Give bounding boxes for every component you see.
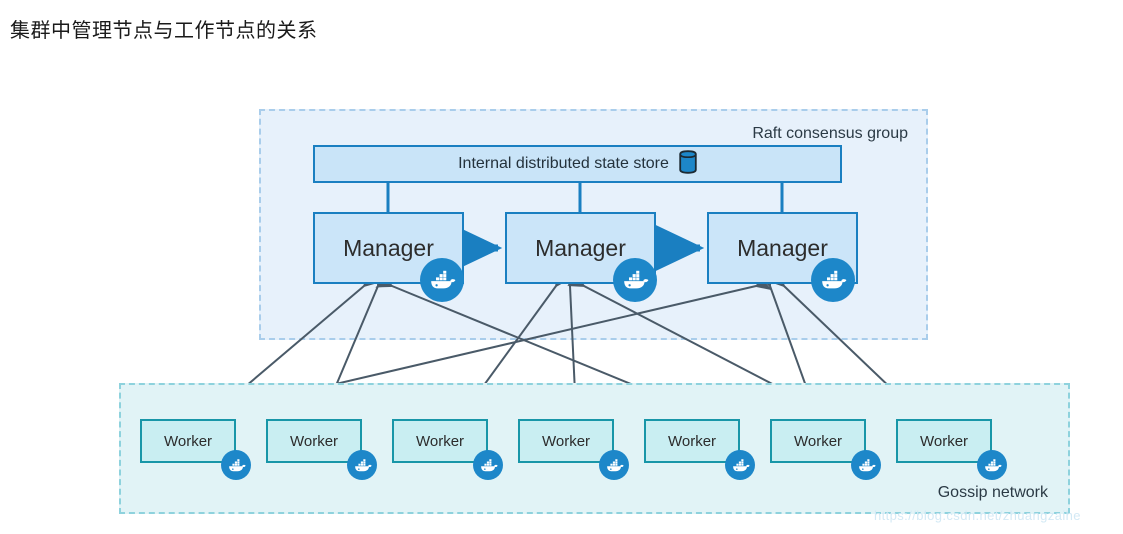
worker-node-6[interactable]: Worker (770, 419, 866, 463)
worker-label: Worker (289, 432, 339, 450)
page-title: 集群中管理节点与工作节点的关系 (10, 20, 318, 42)
worker-label: Worker (793, 432, 843, 450)
gossip-network-label: Gossip network (937, 484, 1048, 501)
docker-whale-icon (811, 258, 855, 302)
worker-label: Worker (919, 432, 969, 450)
worker-node-1[interactable]: Worker (140, 419, 236, 463)
worker-node-3[interactable]: Worker (392, 419, 488, 463)
docker-whale-icon (977, 450, 1007, 480)
worker-node-4[interactable]: Worker (518, 419, 614, 463)
worker-label: Worker (667, 432, 717, 450)
manager-label: Manager (535, 234, 626, 261)
docker-whale-icon (613, 258, 657, 302)
docker-whale-icon (420, 258, 464, 302)
docker-whale-icon (599, 450, 629, 480)
raft-group-label: Raft consensus group (752, 125, 908, 142)
worker-node-7[interactable]: Worker (896, 419, 992, 463)
watermark-text: https://blog.csdn.net/zhuangzaihe (874, 508, 1081, 523)
internal-state-store-box: Internal distributed state store (313, 145, 842, 183)
docker-whale-icon (851, 450, 881, 480)
docker-whale-icon (347, 450, 377, 480)
database-cylinder-icon (679, 149, 697, 179)
worker-label: Worker (415, 432, 465, 450)
manager-label: Manager (737, 234, 828, 261)
state-store-label: Internal distributed state store (458, 155, 669, 172)
docker-whale-icon (725, 450, 755, 480)
worker-node-5[interactable]: Worker (644, 419, 740, 463)
docker-whale-icon (221, 450, 251, 480)
docker-whale-icon (473, 450, 503, 480)
manager-label: Manager (343, 234, 434, 261)
worker-node-2[interactable]: Worker (266, 419, 362, 463)
worker-label: Worker (541, 432, 591, 450)
worker-label: Worker (163, 432, 213, 450)
